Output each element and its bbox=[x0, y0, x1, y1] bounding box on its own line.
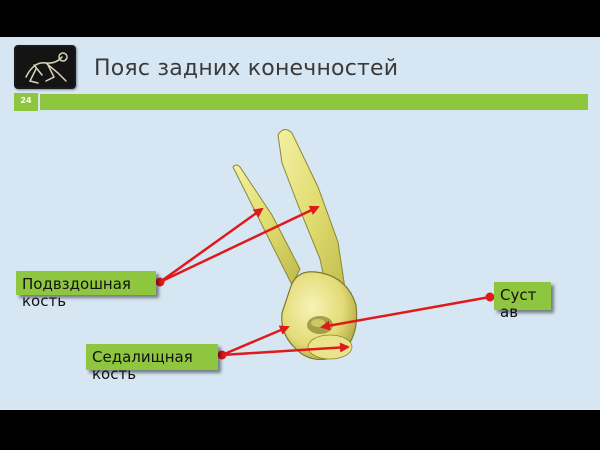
ilium-label: Подвздошная кость bbox=[16, 271, 156, 310]
right-ilium-shaft bbox=[277, 129, 347, 308]
ilium-label-text: Подвздошная кость bbox=[22, 275, 131, 310]
pelvic-girdle-diagram bbox=[155, 129, 495, 361]
joint-label-text: Сустав bbox=[500, 286, 537, 321]
pointer-arrows bbox=[155, 205, 495, 360]
ischium-label: Седалищная кость bbox=[86, 344, 218, 383]
pelvic-bone-illustration bbox=[232, 129, 358, 361]
page-number-badge: 24 bbox=[14, 93, 38, 111]
joint-arrow bbox=[320, 295, 491, 331]
joint-label: Сустав bbox=[494, 282, 551, 321]
ischium-arrow-2 bbox=[221, 342, 350, 357]
frog-skeleton-thumbnail-icon bbox=[14, 45, 76, 89]
title-divider-bar bbox=[40, 94, 588, 110]
page-number: 24 bbox=[20, 96, 32, 105]
slide: Пояс задних конечностей 24 bbox=[0, 37, 600, 410]
ischium-label-text: Седалищная кость bbox=[92, 348, 193, 383]
ilium-arrow-2 bbox=[159, 205, 320, 284]
slide-title: Пояс задних конечностей bbox=[94, 56, 399, 81]
ischium-arrow-1 bbox=[221, 325, 290, 357]
ilium-arrow-1 bbox=[159, 207, 264, 284]
